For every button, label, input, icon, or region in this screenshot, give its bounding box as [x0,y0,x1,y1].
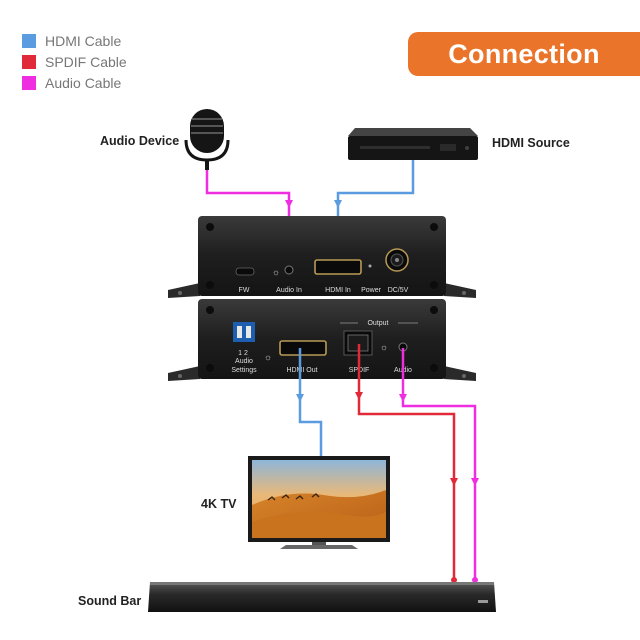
svg-text:☼: ☼ [272,267,280,277]
port-label-hdmi-out: HDMI Out [286,367,317,374]
output-group-label: Output [367,320,388,327]
legend: HDMI Cable SPDIF Cable Audio Cable [22,30,127,93]
port-label-dc: DC/5V [388,287,409,294]
tv-icon [248,456,390,549]
legend-swatch-hdmi [22,33,36,48]
audio-device-label: Audio Device [100,134,180,148]
spdif-cable-out [357,344,456,580]
legend-item-audio: Audio Cable [22,72,127,93]
port-label-power: Power [361,287,382,294]
svg-text:☼: ☼ [380,342,388,352]
port-label-audio-settings-2: Settings [231,367,257,374]
legend-label-audio: Audio Cable [45,74,122,91]
legend-item-spdif: SPDIF Cable [22,51,127,72]
legend-label-hdmi: HDMI Cable [45,32,122,49]
legend-swatch-audio [22,75,36,90]
hdmi-cable-out [298,348,323,456]
sound-bar-label: Sound Bar [78,594,142,608]
legend-swatch-spdif [22,54,36,69]
extractor-top-panel: ☼ FW Audio In HDMI In Power DC/5V [168,216,476,298]
hdmi-source-box-icon [348,128,478,160]
svg-text:☼: ☼ [264,352,272,362]
port-label-audio-in: Audio In [276,287,302,294]
legend-item-hdmi: HDMI Cable [22,30,127,51]
audio-cable-out [401,348,477,580]
page-title: Connection [448,38,600,69]
extractor-bottom-panel: ☼ ☼ Output 1 2 Audio Settings HDMI Out S… [168,299,476,381]
sound-bar-icon [148,582,496,612]
port-label-audio-settings-1: Audio [235,358,253,365]
port-label-fw: FW [239,287,250,294]
hdmi-source-label: HDMI Source [492,136,570,150]
legend-label-spdif: SPDIF Cable [45,53,127,70]
microphone-icon [184,109,230,170]
switch-number-labels: 1 2 [238,350,248,357]
tv-label: 4K TV [201,497,237,511]
port-label-hdmi-in: HDMI In [325,287,351,294]
title-banner: Connection [408,32,640,76]
